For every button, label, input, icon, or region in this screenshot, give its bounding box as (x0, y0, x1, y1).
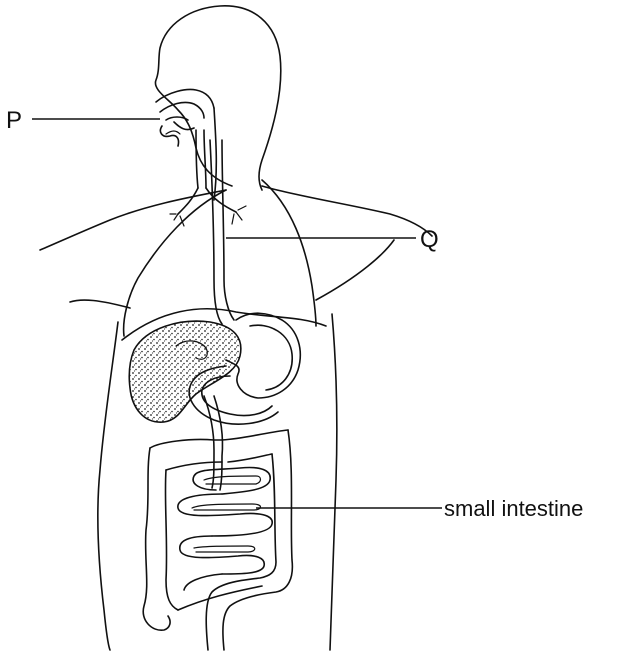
label-p: P (6, 107, 22, 134)
body-outline (40, 6, 432, 650)
liver (129, 321, 241, 422)
small-intestine (178, 468, 272, 591)
label-q: Q (420, 226, 439, 253)
large-intestine (143, 430, 292, 650)
trachea (170, 130, 246, 226)
mouth-and-nasal-cavity (156, 90, 216, 201)
oesophagus (210, 140, 234, 324)
label-small-intestine: small intestine (444, 496, 583, 521)
